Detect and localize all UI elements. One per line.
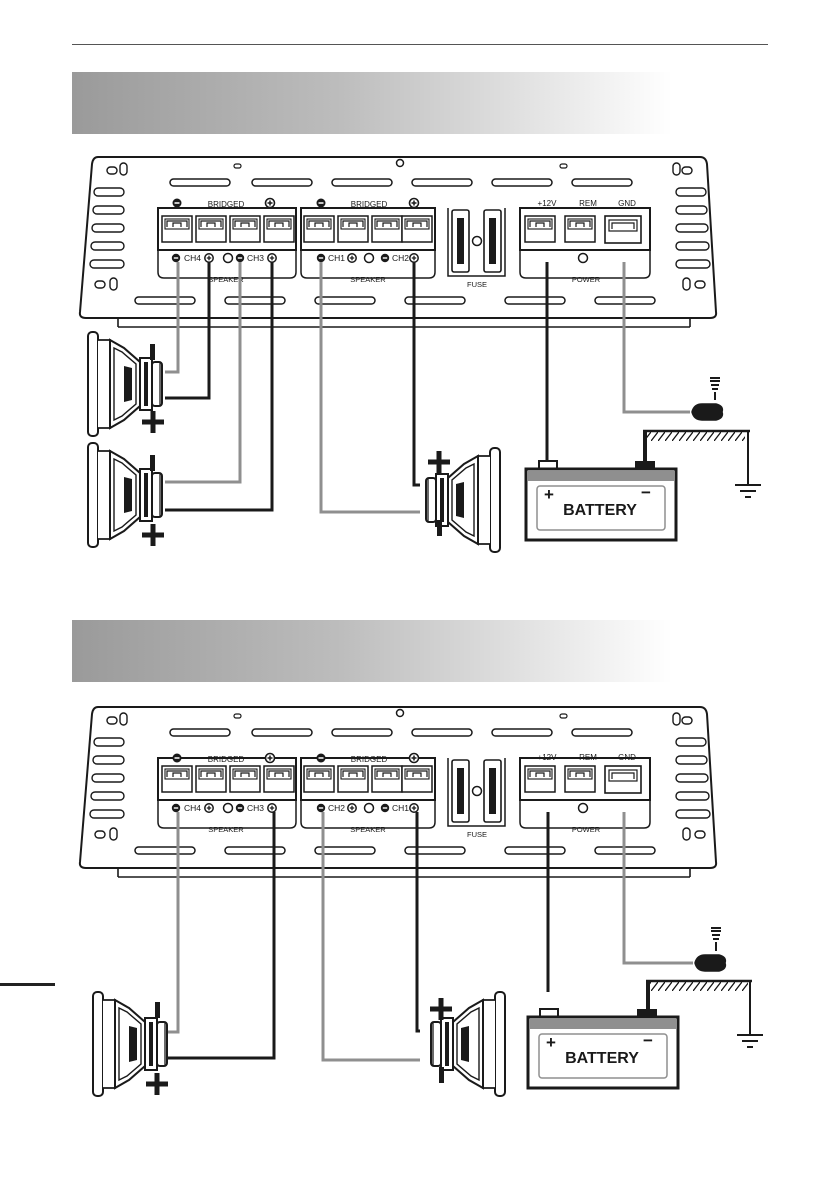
speaker-label: SPEAKER: [350, 825, 386, 834]
fuse-label: FUSE: [467, 280, 487, 289]
battery-plus-terminal: +: [546, 1033, 556, 1052]
minus-sign-icon: [155, 1002, 160, 1018]
battery-top: + − BATTERY: [526, 461, 676, 540]
channel-label: CH4: [184, 803, 201, 813]
amplifier-bottom: BRIDGED BRIDGED CH4 CH3 SPEAKER CH2 CH1 …: [80, 707, 716, 877]
ground-clamp-bottom: [695, 928, 725, 971]
bridged-label: BRIDGED: [208, 755, 245, 764]
power-terminal-label: +12V: [538, 753, 558, 762]
amplifier-top: BRIDGED BRIDGED CH4 CH3 SPEAKER CH1 CH2 …: [80, 157, 716, 327]
power-terminal-label: GND: [618, 753, 636, 762]
bridged-label: BRIDGED: [351, 755, 388, 764]
channel-label: CH2: [392, 253, 409, 263]
minus-sign-icon: [437, 520, 442, 536]
bridged-label: BRIDGED: [208, 200, 245, 209]
power-terminal-label: GND: [618, 199, 636, 208]
minus-sign-icon: [150, 455, 155, 471]
minus-sign-icon: [150, 344, 155, 360]
fuse-label: FUSE: [467, 830, 487, 839]
channel-label: CH1: [328, 253, 345, 263]
battery-plus-terminal: +: [544, 485, 554, 504]
power-label: POWER: [572, 275, 601, 284]
channel-label: CH3: [247, 803, 264, 813]
channel-label: CH2: [328, 803, 345, 813]
battery-label: BATTERY: [563, 502, 637, 519]
plus-sign-icon: [142, 524, 164, 546]
battery-minus-terminal: −: [643, 1031, 653, 1050]
power-label: POWER: [572, 825, 601, 834]
bridged-label: BRIDGED: [351, 200, 388, 209]
battery-minus-terminal: −: [641, 483, 651, 502]
speaker-label: SPEAKER: [350, 275, 386, 284]
power-terminal-label: REM: [579, 199, 597, 208]
speaker-label: SPEAKER: [208, 825, 244, 834]
power-terminal-label: +12V: [538, 199, 558, 208]
channel-label: CH3: [247, 253, 264, 263]
plus-sign-icon: [142, 411, 164, 433]
plus-sign-icon: [428, 451, 450, 473]
channel-label: CH4: [184, 253, 201, 263]
ground-clamp-top: [692, 378, 722, 420]
battery-bottom: + − BATTERY: [528, 1009, 678, 1088]
plus-sign-icon: [430, 998, 452, 1020]
minus-sign-icon: [439, 1067, 444, 1083]
plus-sign-icon: [146, 1073, 168, 1095]
power-terminal-label: REM: [579, 753, 597, 762]
channel-label: CH1: [392, 803, 409, 813]
battery-label: BATTERY: [565, 1050, 639, 1067]
